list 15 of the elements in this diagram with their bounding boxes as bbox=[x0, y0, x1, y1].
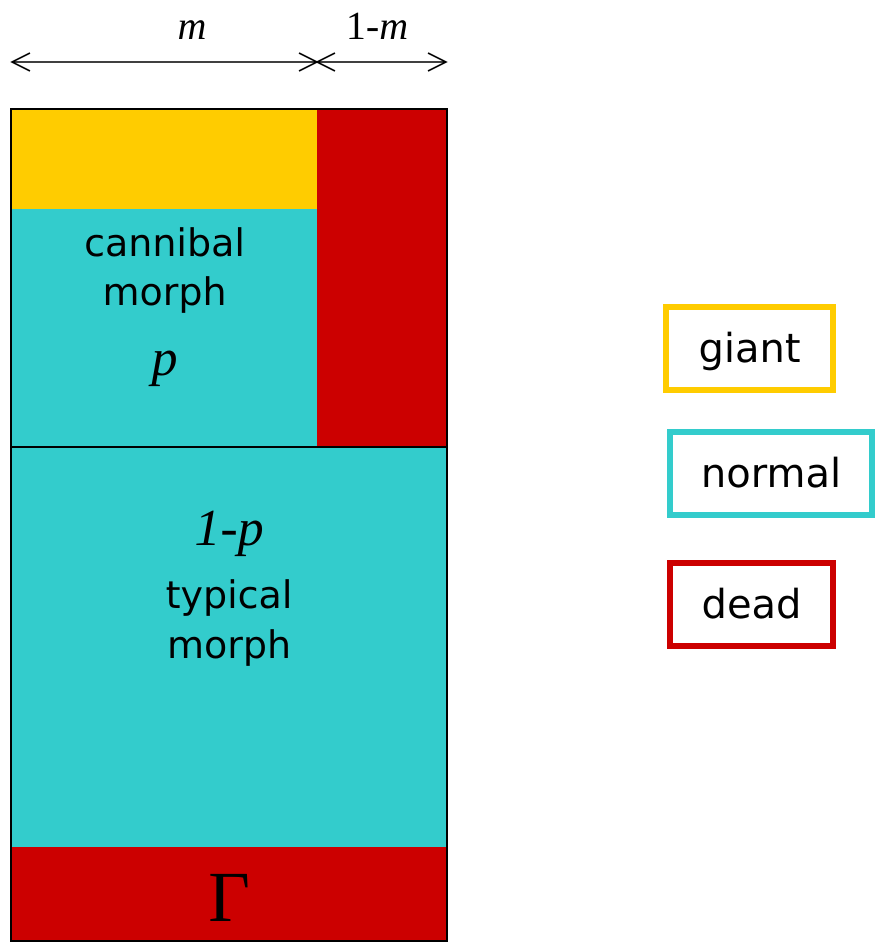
math-symbol: Γ bbox=[208, 861, 250, 933]
dimension-label: 1-m bbox=[346, 2, 408, 49]
region-box bbox=[317, 110, 446, 446]
legend-label: normal bbox=[700, 450, 842, 496]
frame-box bbox=[10, 108, 448, 942]
region-box bbox=[12, 847, 446, 940]
dimension-label: m bbox=[178, 2, 206, 49]
region-box bbox=[12, 448, 446, 847]
math-symbol: 1-p bbox=[194, 500, 264, 558]
region-box bbox=[12, 110, 317, 209]
legend-label: giant bbox=[698, 326, 801, 372]
region-box bbox=[12, 209, 317, 446]
region-label: cannibal morph bbox=[83, 220, 246, 316]
region-label: typical morph bbox=[164, 572, 294, 669]
legend-label: dead bbox=[702, 582, 802, 628]
